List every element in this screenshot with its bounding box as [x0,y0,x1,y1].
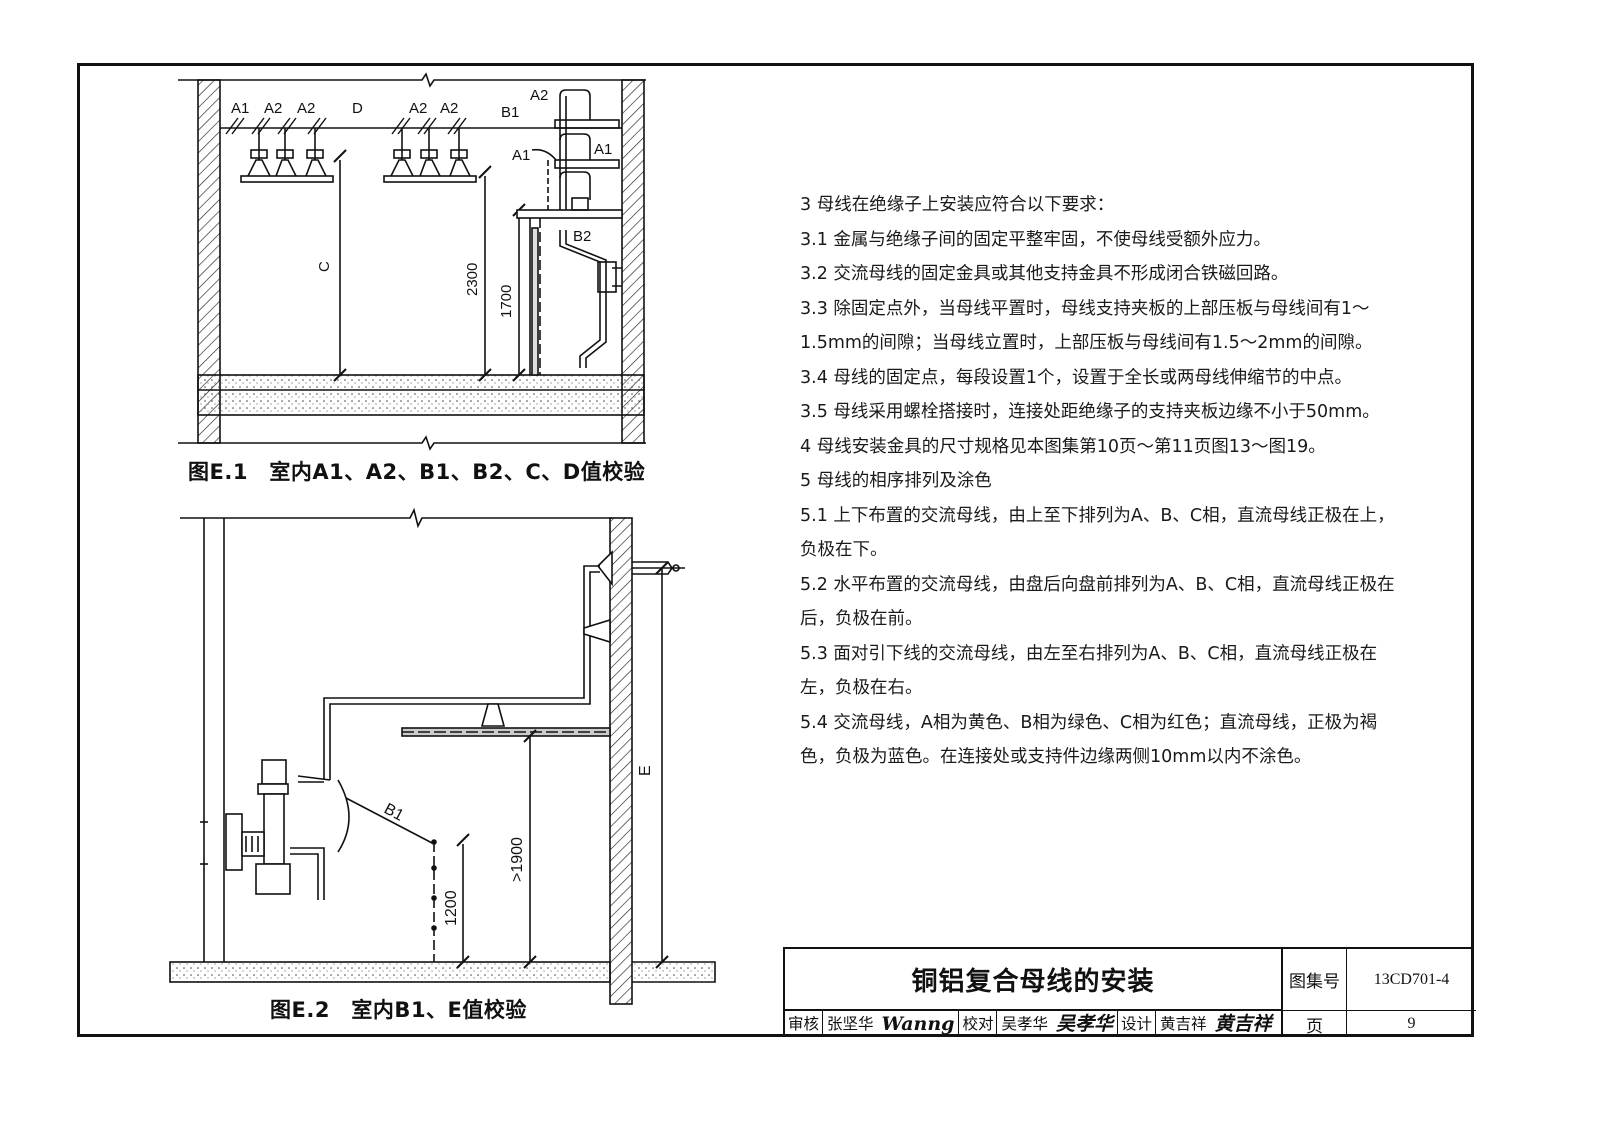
design-label: 设计 [1118,1011,1157,1037]
bushing-equipment-fig2 [225,759,325,900]
label-1200: 1200 [443,890,460,926]
label-a2-right-2: A2 [440,100,458,117]
switch-panel-fig1 [516,89,623,376]
note-line: 色，负极为蓝色。在连接处或支持件边缘两侧10mm以内不涂色。 [800,747,1312,767]
check-name: 吴孝华 [1001,1015,1048,1033]
figure-e2 [169,507,716,1005]
label-a2-left-1: A2 [264,100,282,117]
note-line: 3.4 母线的固定点，每段设置1个，设置于全长或两母线伸缩节的中点。 [800,367,1353,388]
right-wall-fig2 [609,517,633,1005]
page-number: 9 [1407,1015,1416,1032]
label-d: D [352,100,363,117]
note-line: 后，负极在前。 [800,609,923,629]
label-gt1900: >1900 [509,837,526,882]
label-b1-fig2: B1 [381,801,406,825]
right-wall-fig1 [621,79,645,444]
label-c: C [316,261,333,272]
note-line: 3 母线在绝缘子上安装应符合以下要求： [800,195,1115,215]
label-a2-top: A2 [530,87,548,104]
check-signature: 吴孝华 [1052,1011,1118,1037]
review-label: 审核 [785,1011,824,1037]
title-block: 铜铝复合母线的安装 图集号 13CD701-4 页 9 审核 张坚华 Wanng… [783,947,1476,1037]
label-a1-right: A1 [594,141,612,158]
floor-slab-fig1 [197,374,645,416]
note-line: 3.2 交流母线的固定金具或其他支持金具不形成闭合铁磁回路。 [800,264,1289,284]
drawing-sheet-border [77,63,1474,1037]
note-line: 5 母线的相序排列及涂色 [800,471,992,491]
note-line: 左，负极在右。 [800,678,923,698]
note-line: 5.4 交流母线，A相为黄色、B相为绿色、C相为红色；直流母线，正极为褐 [800,712,1378,733]
label-e: E [637,765,654,776]
label-a1-fig1: A1 [231,100,249,117]
label-2300: 2300 [464,263,481,296]
note-line: 5.3 面对引下线的交流母线，由左至右排列为A、B、C相，直流母线正极在 [800,643,1378,664]
note-line: 3.5 母线采用螺栓搭接时，连接处距绝缘子的支持夹板边缘不小于50mm。 [800,402,1380,422]
left-wall-fig1 [197,79,221,444]
atlas-no-label: 图集号 [1283,949,1347,1011]
review-name: 张坚华 [827,1015,874,1033]
note-line: 5.1 上下布置的交流母线，由上至下排列为A、B、C相，直流母线正极在上， [800,505,1395,526]
figure-e1 [178,72,646,451]
installation-notes: 3 母线在绝缘子上安装应符合以下要求： 3.1 金属与绝缘子间的固定平整牢固，不… [800,188,1440,775]
check-label: 校对 [959,1011,998,1037]
note-line: 负极在下。 [800,540,888,560]
floor-fig2 [169,961,611,983]
signature-row: 审核 张坚华 Wanng 校对 吴孝华 吴孝华 设计 黄吉祥 黄吉祥 [785,1011,1283,1037]
label-b2: B2 [573,228,591,245]
note-line: 3.3 除固定点外，当母线平置时，母线支持夹板的上部压板与母线间有1～ [800,298,1370,319]
design-signature: 黄吉祥 [1214,1013,1272,1035]
insulator-group-left [240,128,334,183]
label-b1-fig1: B1 [501,104,519,121]
note-line: 1.5mm的间隙；当母线立置时，上部压板与母线间有1.5～2mm的间隙。 [800,333,1373,353]
fig1-labels: A1 A2 A2 D A2 A2 B1 A2 A1 A1 B2 C 2300 1… [231,87,612,318]
insulator-group-right [383,128,477,183]
figure-e1-caption: 图E.1 室内A1、A2、B1、B2、C、D值校验 [188,460,646,484]
note-line: 5.2 水平布置的交流母线，由盘后向盘前排列为A、B、C相，直流母线正极在 [800,574,1395,595]
label-a1-arc: A1 [512,147,530,164]
atlas-no-value: 13CD701-4 [1347,949,1476,1011]
label-a2-right-1: A2 [409,100,427,117]
label-a2-left-2: A2 [297,100,315,117]
design-name: 黄吉祥 [1160,1015,1207,1033]
drawing-title: 铜铝复合母线的安装 [785,949,1283,1011]
review-signature: Wanng [878,1011,960,1037]
note-line: 3.1 金属与绝缘子间的固定平整牢固，不使母线受额外应力。 [800,229,1271,250]
note-line: 4 母线安装金具的尺寸规格见本图集第10页～第11页图13～图19。 [800,436,1326,457]
page-label: 页 [1283,1011,1347,1037]
label-1700: 1700 [498,285,515,318]
figure-e2-caption: 图E.2 室内B1、E值校验 [270,998,527,1022]
